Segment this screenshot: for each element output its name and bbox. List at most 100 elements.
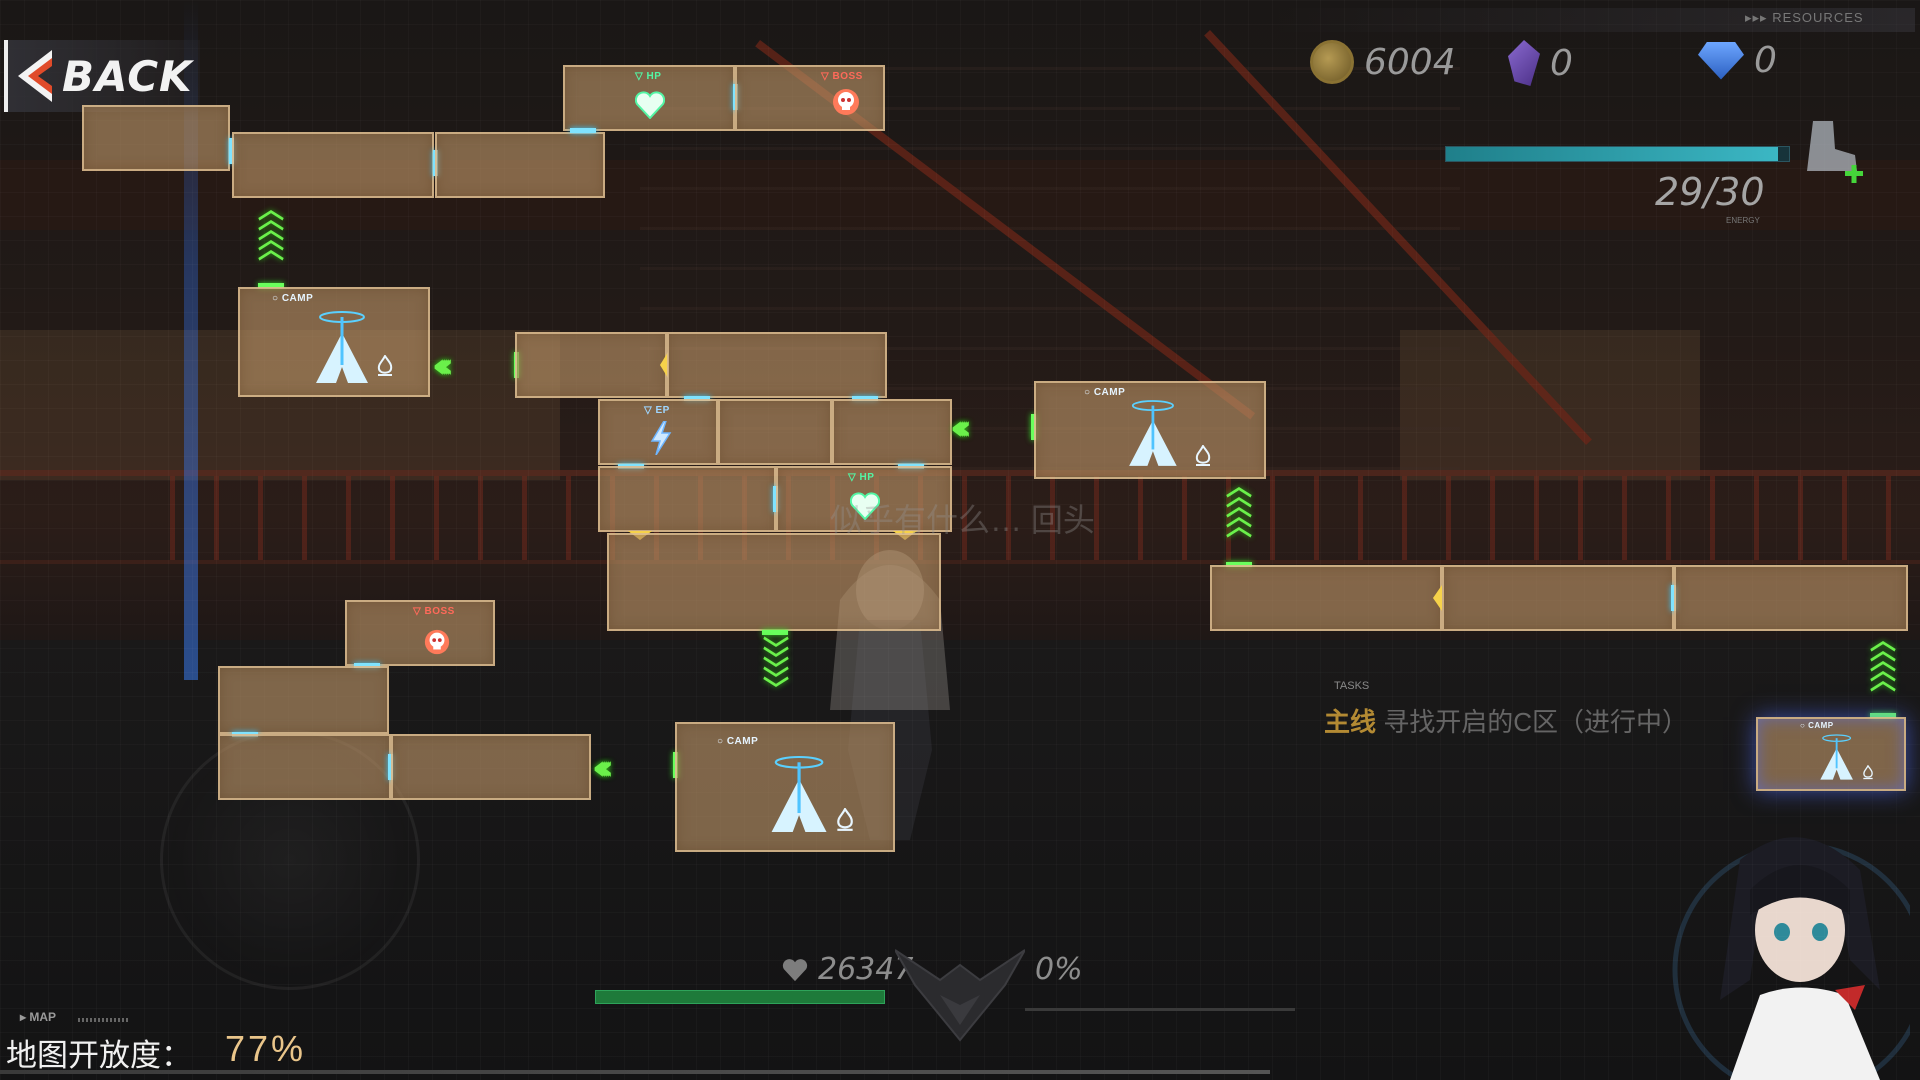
ep-bar (1025, 1008, 1295, 1011)
boss-room[interactable]: BOSS (345, 600, 495, 666)
campfire-icon (1863, 765, 1873, 780)
room-door (1226, 562, 1252, 567)
map-room[interactable] (435, 132, 605, 198)
map-room[interactable] (82, 105, 230, 171)
hp-value: 26347 (818, 952, 914, 987)
back-button[interactable]: BACK (4, 40, 200, 112)
map-label-line (78, 1018, 130, 1022)
stamina-fill (1446, 147, 1778, 161)
yellow-door (660, 352, 668, 378)
map-open-label: 地图开放度： (6, 1038, 192, 1073)
room-door (1031, 414, 1036, 440)
room-door (762, 630, 788, 635)
stamina-bar (1445, 146, 1790, 162)
camp-room[interactable]: CAMP (238, 287, 430, 397)
camp-tag: CAMP (1800, 721, 1834, 730)
hp-readout: 26347 (782, 952, 913, 987)
map-room[interactable] (598, 466, 776, 532)
map-room[interactable] (515, 332, 667, 398)
skull-icon (833, 89, 859, 115)
heart-icon (635, 91, 665, 119)
room-door (852, 396, 878, 401)
hp-room[interactable]: HP (563, 65, 735, 131)
map-room[interactable] (218, 734, 391, 800)
resources-title: ▸▸▸ RESOURCES (1745, 10, 1864, 25)
camp-tag: CAMP (1084, 387, 1125, 398)
blue-diamond-icon (1698, 41, 1744, 80)
skull-icon (424, 629, 450, 655)
room-door (229, 138, 234, 164)
bg-railing-bars (170, 476, 1920, 560)
boss-room[interactable]: BOSS (735, 65, 885, 131)
room-door (1671, 585, 1676, 611)
hp-room[interactable]: HP (776, 466, 952, 532)
camp-tent-icon (1129, 400, 1177, 466)
campfire-icon (377, 355, 393, 376)
room-door (258, 283, 284, 288)
task-text: 主线 寻找开启的C区（进行中） (1324, 702, 1688, 739)
hp-tag: HP (635, 71, 661, 82)
task-panel[interactable]: TASKS 主线 寻找开启的C区（进行中） (1310, 680, 1770, 760)
map-room[interactable] (718, 399, 832, 465)
boss-tag: BOSS (413, 606, 455, 617)
map-room[interactable] (667, 332, 887, 398)
yellow-door (1433, 585, 1442, 611)
room-door (570, 128, 596, 133)
coin-value: 6004 (1364, 41, 1456, 83)
task-main-label: 主线 (1324, 707, 1377, 737)
path-arrow-down: ﹀﹀﹀﹀﹀ (762, 636, 789, 706)
camp-room-current[interactable]: CAMP (1756, 717, 1906, 791)
bg-railing (0, 560, 1920, 564)
camp-room[interactable]: CAMP (675, 722, 895, 852)
gold-coin-icon (1310, 40, 1354, 84)
scene-dialogue-text: 似乎有什么… 回头 (830, 502, 1095, 538)
map-room[interactable] (832, 399, 952, 465)
path-arrow-left: ‹‹‹‹‹ (592, 748, 614, 788)
wing-emblem-icon (895, 949, 1025, 1042)
diamond-value: 0 (1754, 40, 1777, 81)
resources-strip (1275, 8, 1915, 32)
map-room[interactable] (1210, 565, 1442, 631)
ep-room[interactable]: EP (598, 399, 718, 465)
map-room[interactable] (232, 132, 434, 198)
campfire-icon (1195, 445, 1211, 466)
stamina-add-button[interactable] (1795, 115, 1865, 185)
map-room[interactable] (1674, 565, 1908, 631)
path-arrow-up: ︿︿︿︿︿ (257, 195, 284, 265)
camp-room[interactable]: CAMP (1034, 381, 1266, 479)
camp-tag: CAMP (717, 736, 758, 747)
boss-tag: BOSS (821, 71, 863, 82)
hp-bar (595, 990, 885, 1004)
room-door (354, 663, 380, 668)
map-room[interactable] (607, 533, 941, 631)
boot-icon (1807, 121, 1857, 171)
map-open-value: 77% (225, 1028, 307, 1069)
heart-icon (850, 492, 880, 520)
map-room[interactable] (391, 734, 591, 800)
back-arrow-icon (18, 50, 52, 102)
camp-tent-icon (1820, 734, 1853, 780)
map-room[interactable] (1442, 565, 1674, 631)
room-door (1870, 713, 1896, 718)
camp-tag: CAMP (272, 293, 313, 304)
ep-tag: EP (644, 405, 670, 416)
coin-counter[interactable]: 6004 (1310, 40, 1456, 84)
ep-readout: 0% (1035, 952, 1083, 987)
task-description: 寻找开启的C区（进行中） (1383, 707, 1689, 737)
companion-portrait (1672, 837, 1910, 1080)
room-door (684, 396, 710, 401)
map-room[interactable] (218, 666, 389, 734)
heart-icon (782, 958, 808, 981)
crystal-counter[interactable]: 0 (1508, 40, 1573, 86)
path-arrow-up: ︿︿︿︿︿ (1869, 626, 1896, 696)
bottom-divider (0, 1070, 1270, 1074)
stamina-text: 29/30 (1655, 170, 1765, 214)
hp-tag: HP (848, 472, 874, 483)
map-label: ▸ MAP (20, 1010, 57, 1024)
diamond-counter[interactable]: 0 (1698, 40, 1777, 81)
camp-tent-icon (316, 311, 368, 383)
stamina-sub-label: ENERGY (1726, 216, 1760, 225)
bg-railing (0, 470, 1920, 476)
path-arrow-up: ︿︿︿︿︿ (1225, 472, 1252, 542)
crystal-value: 0 (1550, 42, 1573, 84)
